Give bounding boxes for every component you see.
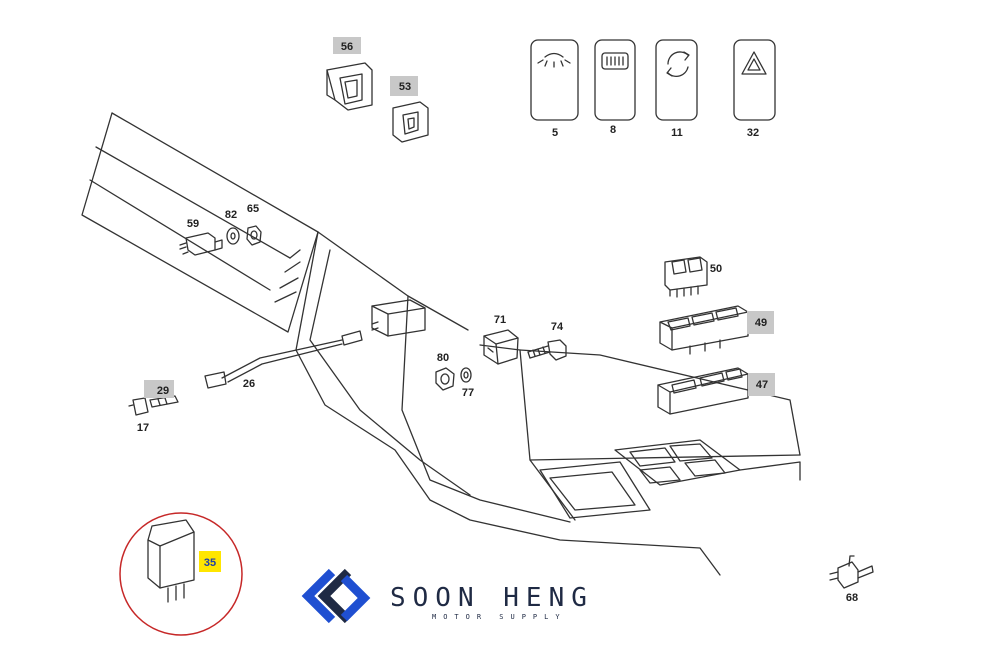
relay-module bbox=[371, 299, 426, 337]
label-17: 17 bbox=[137, 422, 149, 434]
label-35: 35 bbox=[204, 557, 216, 569]
brand-name: SOON HENG bbox=[390, 583, 594, 613]
part-71-bracket bbox=[483, 329, 519, 365]
switch-cap-32 bbox=[733, 39, 776, 121]
part-82-washer bbox=[226, 227, 240, 245]
label-71: 71 bbox=[494, 314, 506, 326]
label-56: 56 bbox=[341, 41, 353, 53]
label-bg-29 bbox=[144, 380, 174, 398]
switch-cap-8 bbox=[594, 39, 636, 121]
dashboard-outline bbox=[81, 112, 801, 576]
part-17-connector bbox=[128, 397, 149, 416]
label-82: 82 bbox=[225, 209, 237, 221]
label-bg-47 bbox=[748, 373, 775, 396]
highlight-circle bbox=[119, 512, 243, 636]
logo-mark bbox=[301, 568, 371, 624]
switch-cap-5 bbox=[530, 39, 579, 121]
part-49-switch-panel bbox=[659, 305, 749, 355]
part-74-bolt bbox=[527, 339, 567, 361]
label-47: 47 bbox=[756, 379, 768, 391]
label-59: 59 bbox=[187, 218, 199, 230]
soon-heng-logo: SOON HENG MOTOR SUPPLY bbox=[301, 568, 594, 624]
switch-cap-11 bbox=[655, 39, 698, 121]
label-49: 49 bbox=[755, 317, 767, 329]
label-74: 74 bbox=[551, 321, 564, 333]
part-56-switch-bracket bbox=[326, 62, 373, 111]
label-bg-53 bbox=[390, 76, 418, 96]
part-47-switch-panel bbox=[657, 367, 749, 415]
label-32: 32 bbox=[747, 127, 759, 139]
part-35-relay bbox=[147, 519, 195, 603]
label-8: 8 bbox=[610, 124, 616, 136]
recirculation-icon bbox=[666, 51, 690, 77]
label-80: 80 bbox=[437, 352, 449, 364]
part-50-switch bbox=[664, 256, 708, 298]
hazard-warning-icon bbox=[741, 51, 767, 75]
part-53-rocker-switch bbox=[392, 101, 429, 143]
label-68: 68 bbox=[846, 592, 858, 604]
label-11: 11 bbox=[671, 127, 683, 139]
part-26-wire-harness bbox=[204, 330, 363, 389]
label-5: 5 bbox=[552, 127, 558, 139]
label-bg-35 bbox=[199, 551, 221, 572]
brand-tagline: MOTOR SUPPLY bbox=[432, 613, 567, 621]
interior-light-icon bbox=[537, 52, 571, 68]
rear-defrost-icon bbox=[601, 52, 629, 70]
label-bg-56 bbox=[333, 37, 361, 54]
label-29: 29 bbox=[157, 385, 169, 397]
part-59-connector bbox=[179, 232, 223, 256]
part-68-switch bbox=[829, 555, 874, 589]
label-bg-49 bbox=[747, 311, 774, 334]
label-53: 53 bbox=[399, 81, 411, 93]
part-65-nut bbox=[246, 225, 262, 246]
label-65: 65 bbox=[247, 203, 259, 215]
label-77: 77 bbox=[462, 387, 474, 399]
label-26: 26 bbox=[243, 378, 255, 390]
part-80-nut bbox=[435, 367, 455, 391]
label-50: 50 bbox=[710, 263, 722, 275]
part-77-washer bbox=[460, 367, 472, 383]
